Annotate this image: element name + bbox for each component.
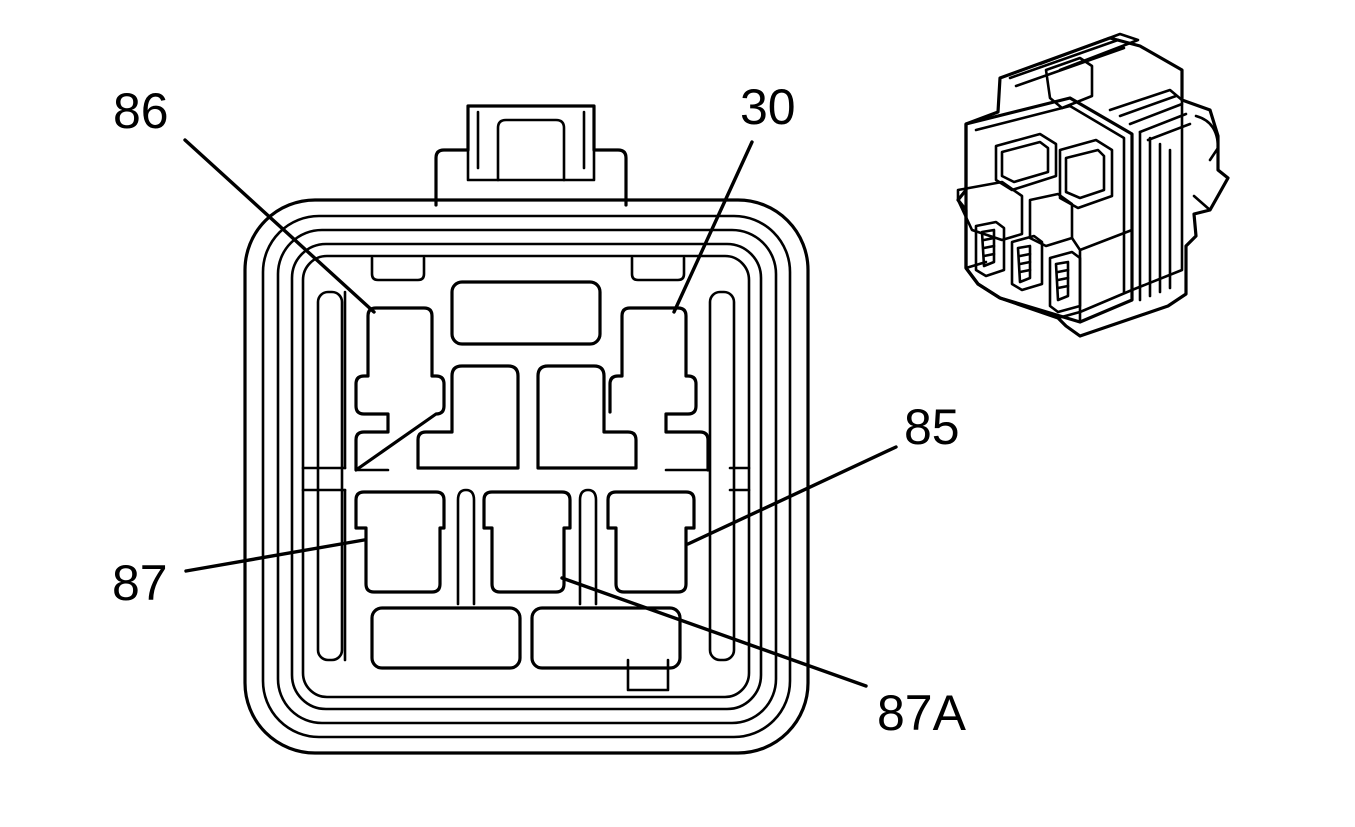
lower-cavities [354, 488, 696, 606]
upper-cavities [354, 306, 710, 472]
leader-line-87A [560, 576, 868, 688]
connector-isometric-view [956, 32, 1230, 338]
leader-line-85 [686, 445, 898, 546]
top-keyway [450, 280, 602, 346]
leader-line-30 [672, 140, 754, 314]
leader-line-86 [183, 138, 376, 314]
leader-line-87 [184, 538, 366, 573]
pin-label-85: 85 [904, 399, 960, 455]
pin-label-30: 30 [740, 79, 796, 135]
bottom-keyway-left [370, 606, 522, 670]
housing-outline [243, 198, 810, 755]
housing-ribs [301, 256, 751, 692]
locking-tab [434, 104, 628, 207]
pin-label-87: 87 [112, 555, 168, 611]
connector-face-view: 86 30 85 87 87A [112, 79, 967, 755]
bottom-keyway-right [530, 606, 682, 670]
pin-label-86: 86 [113, 83, 169, 139]
pin-label-87A: 87A [877, 685, 967, 741]
